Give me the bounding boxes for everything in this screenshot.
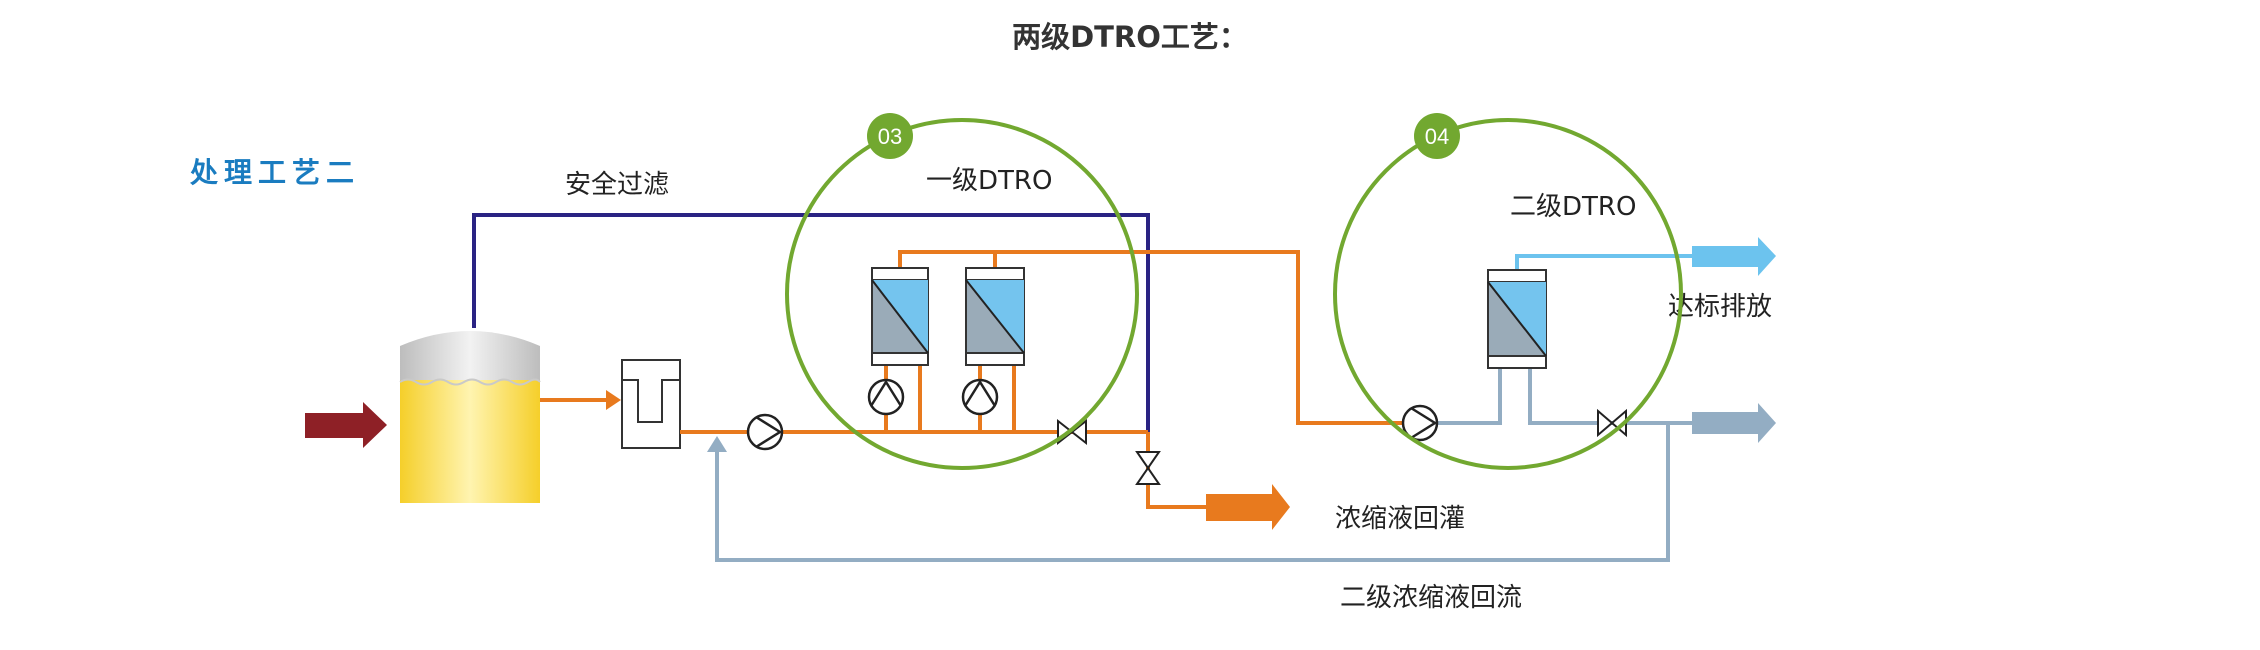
stage1-permeate-line xyxy=(898,250,1405,425)
stage1-membrane-2 xyxy=(965,267,1025,366)
return-arrowhead xyxy=(707,436,727,452)
stage2-membrane xyxy=(1487,269,1547,369)
stage2-highlight-circle xyxy=(1333,118,1683,470)
stage1-membrane-1 xyxy=(871,267,929,366)
concentrate-valve-icon xyxy=(1135,451,1161,485)
inflow-arrow xyxy=(305,402,387,448)
stage2-feed-line xyxy=(1437,368,1502,425)
stage2-badge-text: 04 xyxy=(1425,124,1449,149)
stage1-badge: 03 xyxy=(867,113,913,159)
stage2-label: 二级DTRO xyxy=(1510,192,1636,222)
page-title: 两级DTRO工艺： xyxy=(1012,20,1248,54)
feed-pump-icon xyxy=(746,413,784,451)
discharge-arrow xyxy=(1692,237,1776,276)
filter-inlet-arrowhead xyxy=(606,390,621,410)
concentrate-reinjection-label: 浓缩液回灌 xyxy=(1335,504,1465,534)
stage2-badge: 04 xyxy=(1414,113,1460,159)
discharge-label: 达标排放 xyxy=(1668,292,1772,322)
section-title: 处理工艺二 xyxy=(189,156,360,189)
stage1-label: 一级DTRO xyxy=(926,166,1052,196)
stage1-pump-2-icon xyxy=(961,378,999,416)
stage2-pump-icon xyxy=(1401,404,1439,442)
stage2-concentrate-return-label: 二级浓缩液回流 xyxy=(1340,583,1522,613)
stage1-badge-text: 03 xyxy=(878,124,902,149)
regulating-tank xyxy=(399,331,541,503)
stage1-valve-icon xyxy=(1057,418,1087,446)
stage2-concentrate-line xyxy=(1528,368,1692,425)
safety-filter-label: 安全过滤 xyxy=(565,170,669,200)
concentrate-output-arrow xyxy=(1692,403,1776,443)
stage2-return-line xyxy=(715,423,1670,562)
safety-bypass-line xyxy=(472,213,1150,432)
stage1-pump-1-icon xyxy=(867,378,905,416)
stage1-highlight-circle xyxy=(785,118,1139,470)
safety-filter-icon xyxy=(621,359,681,449)
concentrate-reinjection-arrow xyxy=(1206,484,1290,530)
stage2-permeate-line xyxy=(1515,254,1695,270)
concentrate-discharge-line xyxy=(1146,432,1210,509)
